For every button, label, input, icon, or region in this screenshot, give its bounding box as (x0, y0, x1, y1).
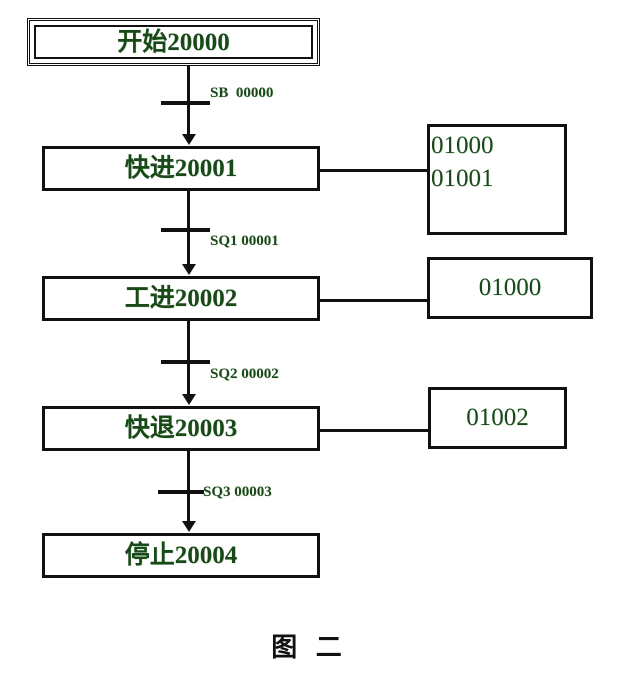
arrow-head-1 (182, 264, 196, 275)
transition-label-1: SQ1 00001 (210, 233, 279, 249)
transition-label-3: SQ3 00003 (203, 484, 272, 500)
action-label-0-1: 01001 (431, 165, 494, 193)
transition-bar-2 (161, 360, 210, 364)
arrow-head-2 (182, 394, 196, 405)
transition-bar-1 (161, 228, 210, 232)
action-box-0: 01000 01001 (427, 124, 567, 235)
transition-bar-0 (161, 101, 210, 105)
step-label-initial: 开始20000 (117, 28, 230, 56)
step-label-3: 快退20003 (124, 415, 238, 442)
step-box-4: 停止20004 (42, 533, 320, 578)
step-label-2: 工进20002 (124, 285, 238, 312)
action-connector-1 (320, 299, 429, 302)
step-box-initial-inner-frame: 开始20000 (34, 25, 313, 59)
action-connector-0 (320, 169, 429, 172)
step-box-2: 工进20002 (42, 276, 320, 321)
action-label-2-0: 01002 (466, 404, 529, 432)
arrow-head-0 (182, 134, 196, 145)
action-box-1: 01000 (427, 257, 593, 319)
transition-bar-3 (158, 490, 204, 494)
arrow-head-3 (182, 521, 196, 532)
step-box-1: 快进20001 (42, 146, 320, 191)
step-label-4: 停止20004 (124, 542, 238, 569)
figure-caption: 图 二 (271, 633, 348, 662)
step-box-initial: 开始20000 (27, 18, 320, 66)
step-label-1: 快进20001 (124, 155, 238, 182)
action-label-1-0: 01000 (478, 274, 542, 302)
action-box-2: 01002 (428, 387, 567, 449)
transition-label-2: SQ2 00002 (210, 366, 279, 382)
action-connector-2 (320, 429, 430, 432)
action-label-0-0: 01000 (431, 132, 494, 159)
transition-label-0: SB 00000 (210, 85, 274, 101)
step-box-3: 快退20003 (42, 406, 320, 451)
